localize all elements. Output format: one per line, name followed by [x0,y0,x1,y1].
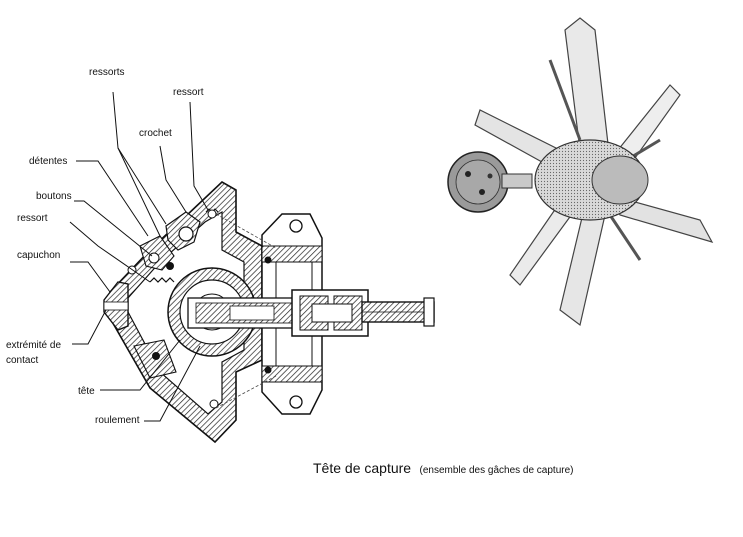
leader-boutons [74,200,153,257]
label-ressorts: ressorts [89,67,125,78]
label-roulement: roulement [95,415,140,426]
leader-roulement [144,345,201,422]
label-extremite-line2: contact [6,355,39,366]
caption-subtitle: (ensemble des gâches de capture) [419,465,574,476]
leader-capuchon [70,261,111,293]
leader-ressort-left [69,221,151,283]
label-boutons: boutons [36,191,72,202]
leader-lines [69,91,209,422]
leader-ressort-top [189,101,209,211]
leader-extremite [72,309,107,345]
figure-caption: Tête de capture (ensemble des gâches de … [313,460,574,478]
label-tete: tête [78,386,95,397]
label-capuchon: capuchon [17,250,61,261]
label-ressort-left: ressort [17,213,48,224]
leader-ressorts [112,91,167,225]
capture-head-cross-section [103,181,435,444]
ressort-spring [149,277,175,283]
label-detentes: détentes [29,156,68,167]
leader-crochet [159,145,187,213]
capture-head-photo [447,17,714,327]
leader-detentes [76,160,149,237]
leader-tete [100,339,181,391]
leader-ressorts-2 [117,147,161,237]
label-ressort-top: ressort [173,87,204,98]
label-extremite-line1: extrémité de [6,340,62,351]
caption-title: Tête de capture [313,460,412,476]
label-crochet: crochet [139,128,172,139]
